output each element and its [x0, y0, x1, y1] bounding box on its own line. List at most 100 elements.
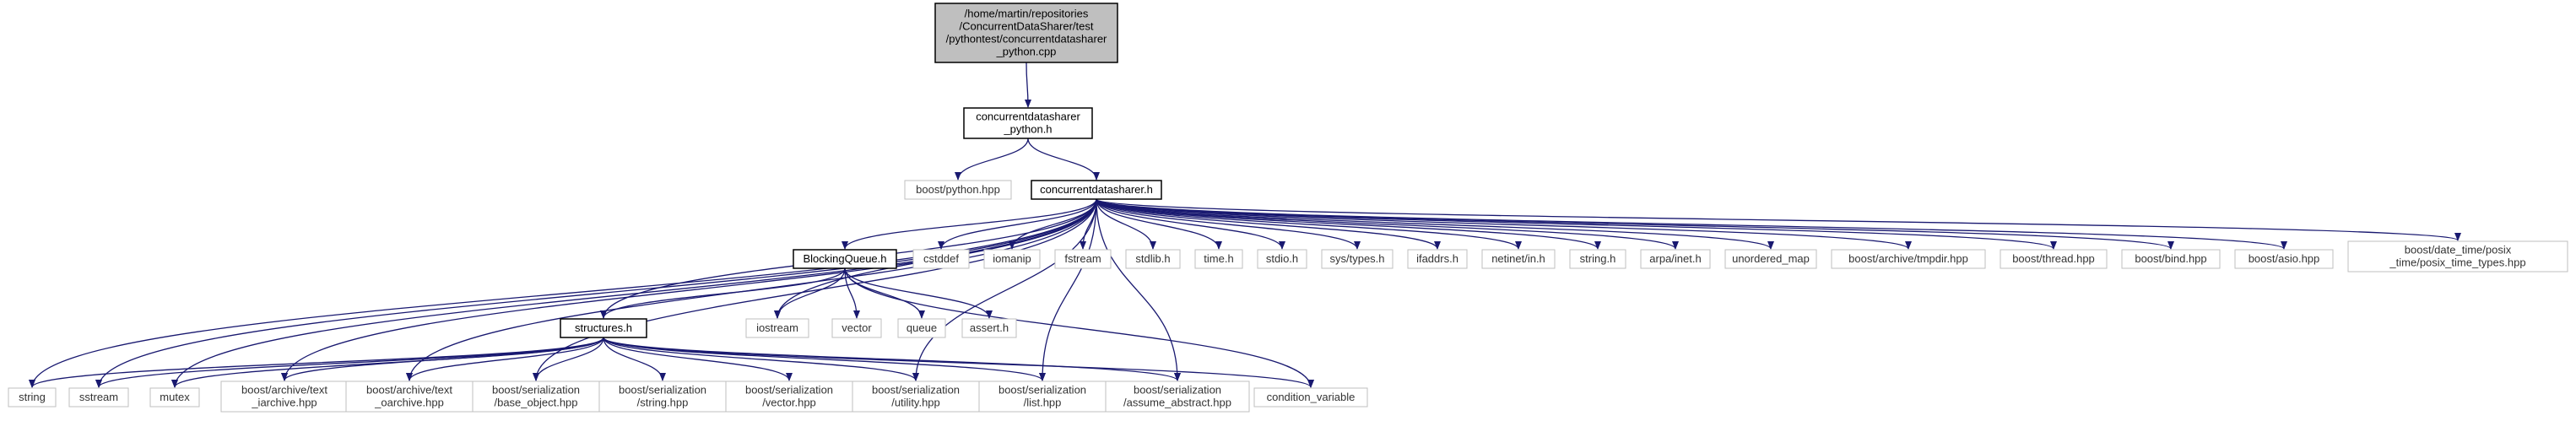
node-systypes[interactable]: sys/types.h [1321, 249, 1394, 269]
node-ser_string[interactable]: boost/serialization/string.hpp [598, 381, 727, 413]
node-ser_utility[interactable]: boost/serialization/utility.hpp [852, 381, 980, 413]
edge-cds_h-to-text_iarchive [281, 198, 1097, 381]
edge-blockingqueue-to-asserth [844, 267, 993, 319]
node-label-stringh-0: string.h [1580, 252, 1616, 265]
edge-cds_h-to-sstream [95, 198, 1097, 388]
node-asio[interactable]: boost/asio.hpp [2234, 249, 2334, 269]
node-mutex[interactable]: mutex [149, 387, 200, 408]
edge-cds_h-to-blockingqueue [842, 198, 1097, 250]
node-string[interactable]: string [8, 387, 57, 408]
node-box-fstream [1054, 249, 1112, 269]
edge-cds_h-to-mutex [171, 198, 1097, 388]
node-box-root [934, 3, 1118, 63]
edge-structures-to-condvar [603, 337, 1314, 388]
node-box-cds_h [1031, 180, 1162, 200]
node-box-ser_utility [852, 381, 980, 413]
node-box-iostream [745, 318, 809, 338]
node-ser_list[interactable]: boost/serialization/list.hpp [978, 381, 1107, 413]
node-condvar[interactable]: condition_variable [1253, 387, 1368, 408]
node-assume_abstract[interactable]: boost/serialization/assume_abstract.hpp [1105, 381, 1250, 413]
node-root[interactable]: /home/martin/repositories/ConcurrentData… [934, 3, 1118, 63]
edge-structures-to-sstream [95, 337, 604, 388]
node-time[interactable]: time.h [1194, 249, 1243, 269]
edge-structures-to-ser_list [603, 337, 1046, 381]
node-vector[interactable]: vector [831, 318, 882, 338]
node-label-mutex-0: mutex [160, 391, 190, 403]
node-label-bind-0: boost/bind.hpp [2135, 252, 2206, 265]
node-box-stdlib [1125, 249, 1181, 269]
node-tmpdir[interactable]: boost/archive/tmpdir.hpp [1831, 249, 1986, 269]
node-label-root-0: /home/martin/repositories [965, 8, 1089, 20]
node-box-mutex [149, 387, 200, 408]
node-label-assume_abstract-1: /assume_abstract.hpp [1123, 397, 1231, 409]
edge-cds_h-to-arpainet [1096, 198, 1679, 250]
node-bind[interactable]: boost/bind.hpp [2121, 249, 2221, 269]
node-netinet[interactable]: netinet/in.h [1481, 249, 1556, 269]
node-ifaddrs[interactable]: ifaddrs.h [1407, 249, 1468, 269]
node-sstream[interactable]: sstream [68, 387, 129, 408]
node-cds_h[interactable]: concurrentdatasharer.h [1031, 180, 1162, 200]
node-iostream[interactable]: iostream [745, 318, 809, 338]
edge-structures-to-ser_vector [603, 337, 793, 381]
node-box-text_oarchive [345, 381, 474, 413]
node-queue[interactable]: queue [897, 318, 946, 338]
edge-cds_h-to-unordered_map [1096, 198, 1774, 250]
node-label-assume_abstract-0: boost/serialization [1134, 384, 1221, 397]
node-label-ser_vector-1: /vector.hpp [762, 397, 816, 409]
edge-blockingqueue-to-iostream [774, 267, 846, 319]
node-text_iarchive[interactable]: boost/archive/text_iarchive.hpp [220, 381, 349, 413]
node-asserth[interactable]: assert.h [961, 318, 1017, 338]
node-label-boost_python-0: boost/python.hpp [916, 183, 1000, 196]
edge-cds_h-to-thread [1096, 198, 2057, 250]
node-label-root-3: _python.cpp [996, 46, 1057, 58]
node-label-ser_utility-0: boost/serialization [872, 384, 960, 397]
node-label-ser_list-1: /list.hpp [1024, 397, 1062, 409]
node-stdio[interactable]: stdio.h [1257, 249, 1307, 269]
node-box-condvar [1253, 387, 1368, 408]
node-stringh[interactable]: string.h [1569, 249, 1626, 269]
node-box-cstddef [912, 249, 970, 269]
node-boost_python[interactable]: boost/python.hpp [904, 180, 1012, 200]
node-box-asserth [961, 318, 1017, 338]
node-label-fstream-0: fstream [1064, 252, 1101, 265]
node-box-posix_time [2347, 240, 2568, 273]
node-base_object[interactable]: boost/serialization/base_object.hpp [472, 381, 600, 413]
node-blockingqueue[interactable]: BlockingQueue.h [793, 249, 897, 269]
node-box-base_object [472, 381, 600, 413]
node-posix_time[interactable]: boost/date_time/posix_time/posix_time_ty… [2347, 240, 2568, 273]
node-box-unordered_map [1724, 249, 1817, 269]
node-text_oarchive[interactable]: boost/archive/text_oarchive.hpp [345, 381, 474, 413]
node-stdlib[interactable]: stdlib.h [1125, 249, 1181, 269]
edge-cds_python_h-to-cds_h [1027, 138, 1100, 181]
edge-cds_h-to-ser_utility [912, 198, 1097, 381]
edge-blockingqueue-to-condvar [844, 267, 1314, 388]
node-label-base_object-0: boost/serialization [492, 384, 580, 397]
node-structures[interactable]: structures.h [560, 318, 647, 338]
node-box-blockingqueue [793, 249, 897, 269]
node-arpainet[interactable]: arpa/inet.h [1640, 249, 1711, 269]
node-fstream[interactable]: fstream [1054, 249, 1112, 269]
node-label-stdio-0: stdio.h [1266, 252, 1298, 265]
node-iomanip[interactable]: iomanip [983, 249, 1041, 269]
node-label-cds_h-0: concurrentdatasharer.h [1040, 183, 1153, 196]
node-label-time-0: time.h [1204, 252, 1233, 265]
edge-structures-to-mutex [171, 337, 604, 388]
edge-cds_h-to-stringh [1096, 198, 1601, 250]
edge-cds_h-to-base_object [533, 198, 1097, 381]
node-ser_vector[interactable]: boost/serialization/vector.hpp [725, 381, 853, 413]
node-label-cstddef-0: cstddef [923, 252, 959, 265]
node-cds_python_h[interactable]: concurrentdatasharer_python.h [963, 107, 1093, 139]
node-label-root-1: /ConcurrentDataSharer/test [960, 20, 1094, 33]
node-unordered_map[interactable]: unordered_map [1724, 249, 1817, 269]
node-cstddef[interactable]: cstddef [912, 249, 970, 269]
node-thread[interactable]: boost/thread.hpp [2000, 249, 2108, 269]
edge-structures-to-text_iarchive [281, 337, 604, 381]
node-box-ser_string [598, 381, 727, 413]
edge-cds_h-to-tmpdir [1096, 198, 1912, 250]
node-box-time [1194, 249, 1243, 269]
edge-blockingqueue-to-structures [600, 267, 846, 319]
edge-cds_h-to-string [29, 198, 1097, 388]
edge-cds_h-to-posix_time [1096, 198, 2461, 241]
node-box-structures [560, 318, 647, 338]
